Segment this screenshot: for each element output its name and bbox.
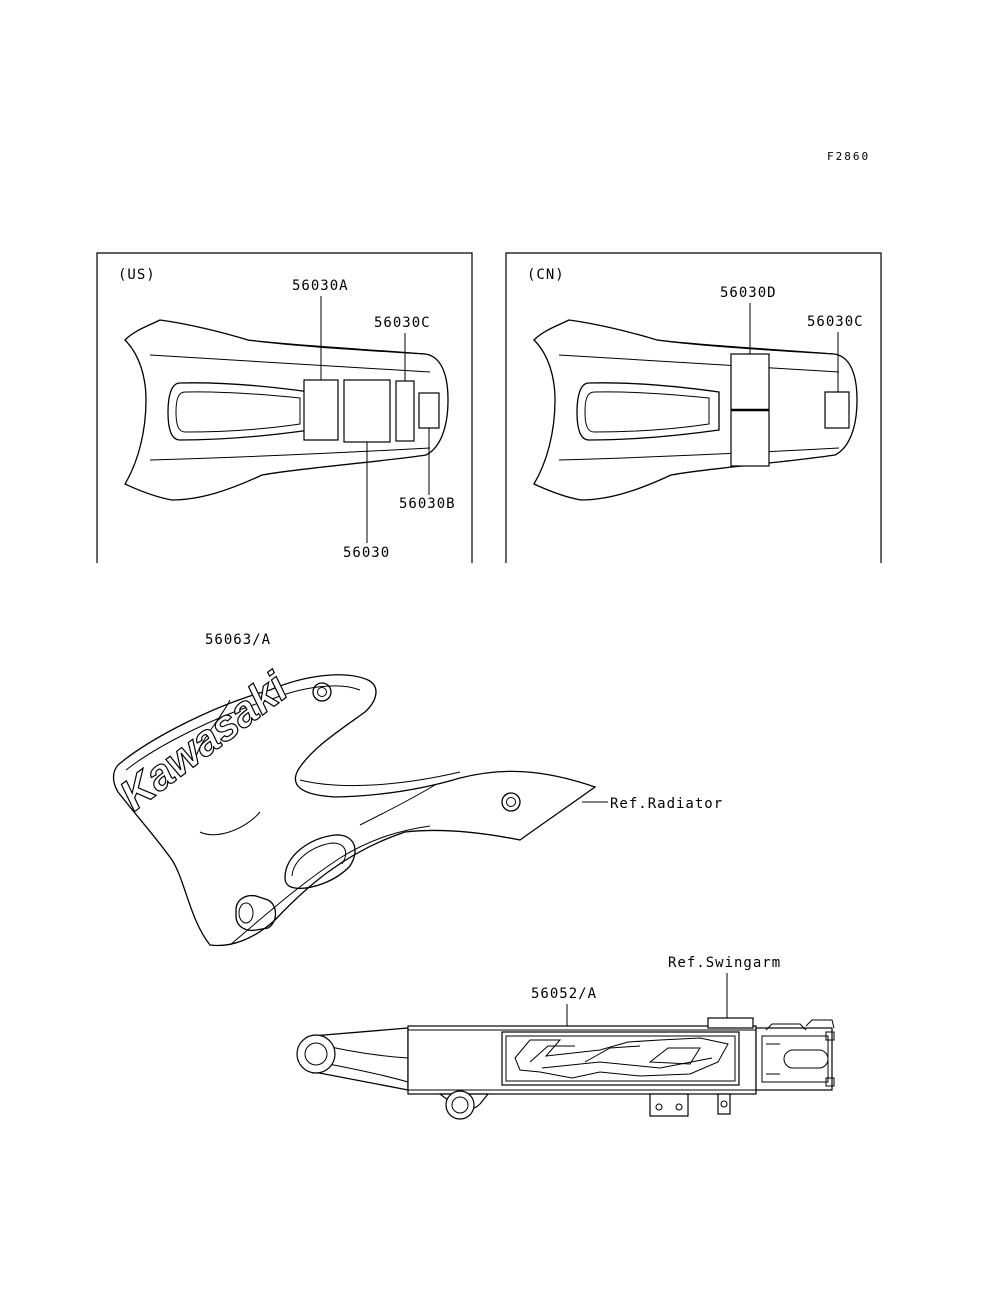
swingarm-bracket-right xyxy=(717,1093,731,1115)
callout-56030B: 56030B xyxy=(399,496,456,512)
callout-56030D: 56030D xyxy=(720,285,777,301)
label-56030C xyxy=(395,380,415,442)
swingarm-illustration xyxy=(296,1017,835,1120)
us-seat-illustration xyxy=(124,319,449,501)
label-56030 xyxy=(343,379,391,443)
swingarm-part-number: 56052/A xyxy=(531,986,597,1002)
us-panel-frame xyxy=(96,252,473,563)
swingarm-lower-boss xyxy=(445,1090,475,1120)
shroud-grommet-top xyxy=(312,682,332,702)
cn-panel-frame xyxy=(505,252,882,563)
us-panel: (US) 56030A 56030C 56030B 56030 xyxy=(96,252,473,563)
callout-56030C: 56030C xyxy=(374,315,431,331)
shroud-assembly: 56063/A Kawasaki Ref.Radia xyxy=(111,632,723,947)
cn-panel: (CN) 56030D 56030C xyxy=(505,252,882,563)
swingarm-bracket-left xyxy=(649,1093,689,1117)
swingarm-rear-end xyxy=(755,1027,833,1091)
shroud-grommet-bottom xyxy=(235,894,277,932)
shroud-logo: Kawasaki xyxy=(111,663,297,820)
callout-56030: 56030 xyxy=(343,545,390,561)
shroud-outline xyxy=(112,674,597,947)
swingarm-assembly: Ref.Swingarm 56052/A xyxy=(296,955,835,1120)
shroud-vent-oval xyxy=(284,834,356,889)
shroud-part-number: 56063/A xyxy=(205,632,271,648)
swingarm-upper-mount xyxy=(707,1017,754,1029)
cn-region-label: (CN) xyxy=(527,267,565,283)
swingarm-pivot-boss xyxy=(296,1034,336,1074)
ref-swingarm-label: Ref.Swingarm xyxy=(668,955,781,971)
label-56030B xyxy=(418,392,440,429)
swingarm-decal-56052 xyxy=(501,1031,740,1086)
callout-56030C-cn: 56030C xyxy=(807,314,864,330)
label-56030A xyxy=(303,379,339,441)
callout-56030A: 56030A xyxy=(292,278,349,294)
cn-seat-illustration xyxy=(533,319,858,501)
radiator-shroud-illustration: Kawasaki xyxy=(111,662,597,947)
label-56030C-cn xyxy=(824,391,850,429)
shroud-grommet-right xyxy=(501,792,521,812)
ref-radiator-label: Ref.Radiator xyxy=(610,796,723,812)
us-region-label: (US) xyxy=(118,267,156,283)
figure-code: F2860 xyxy=(827,150,870,163)
